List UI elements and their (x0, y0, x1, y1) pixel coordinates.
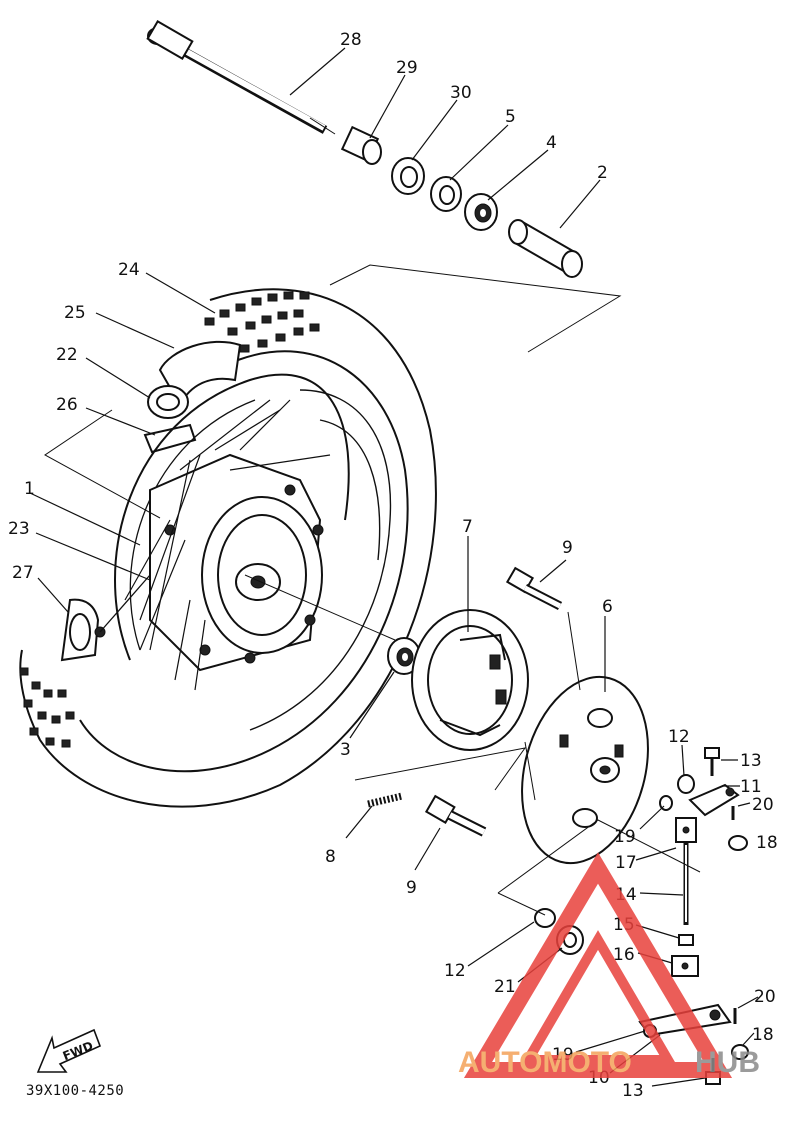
spacer-part (508, 219, 583, 278)
label-1: 1 (24, 479, 35, 499)
label-6: 6 (602, 597, 613, 617)
axle-part (146, 19, 336, 135)
label-23: 23 (8, 519, 30, 539)
label-29: 29 (396, 58, 418, 78)
label-3: 3 (340, 740, 351, 760)
label-30: 30 (450, 83, 472, 103)
bearing-part-4 (464, 193, 498, 231)
bearing-part-5 (430, 176, 462, 212)
label-7: 7 (462, 517, 473, 537)
fitting-part-9-top (505, 566, 563, 611)
label-19-top: 19 (614, 827, 636, 847)
label-18-top: 18 (756, 833, 778, 853)
spring-part-8 (367, 792, 403, 808)
label-13-top: 13 (740, 751, 762, 771)
watermark-triangle-icon (463, 852, 733, 1078)
label-11: 11 (740, 777, 762, 797)
label-13-bottom: 13 (622, 1081, 644, 1101)
label-12-bottom: 12 (444, 961, 466, 981)
label-16: 16 (613, 945, 635, 965)
tire-part (19, 288, 437, 808)
label-22: 22 (56, 345, 78, 365)
diagram-part-code: 39X100-4250 (26, 1083, 125, 1099)
rim-and-hub (114, 373, 396, 691)
label-5: 5 (505, 107, 516, 127)
label-9-bottom: 9 (406, 878, 417, 898)
label-12-top: 12 (668, 727, 690, 747)
label-25: 25 (64, 303, 86, 323)
label-26: 26 (56, 395, 78, 415)
label-21: 21 (494, 977, 516, 997)
automotohub-watermark: AUTOMOTO HUB (458, 852, 760, 1079)
bearing-part-3 (387, 637, 421, 675)
fitting-part-9-bottom (424, 794, 487, 837)
label-2: 2 (597, 163, 608, 183)
label-20-top: 20 (752, 795, 774, 815)
label-8: 8 (325, 847, 336, 867)
collar-part (340, 125, 382, 165)
label-24: 24 (118, 260, 140, 280)
label-9-top: 9 (562, 538, 573, 558)
label-28: 28 (340, 30, 362, 50)
valve-part (60, 574, 151, 662)
fwd-arrow-icon: FWD (36, 1028, 102, 1073)
watermark-text-orange: AUTOMOTO (458, 1046, 632, 1079)
oil-seal-part (391, 157, 425, 195)
label-20-bottom: 20 (754, 987, 776, 1007)
label-18-bottom: 18 (752, 1025, 774, 1045)
part-number-labels: 28 29 30 5 4 2 24 25 22 26 1 23 27 7 9 6… (8, 30, 778, 1101)
leader-lines (29, 47, 759, 1087)
label-4: 4 (546, 133, 557, 153)
brake-shoe-plate-part (521, 675, 649, 865)
brake-shoe-part (411, 609, 529, 751)
watermark-text-gray: HUB (695, 1046, 760, 1079)
rim-band-part (143, 423, 197, 454)
label-17: 17 (615, 853, 637, 873)
assembly-guide-lines (44, 264, 701, 916)
tube-part (147, 340, 242, 419)
label-27: 27 (12, 563, 34, 583)
